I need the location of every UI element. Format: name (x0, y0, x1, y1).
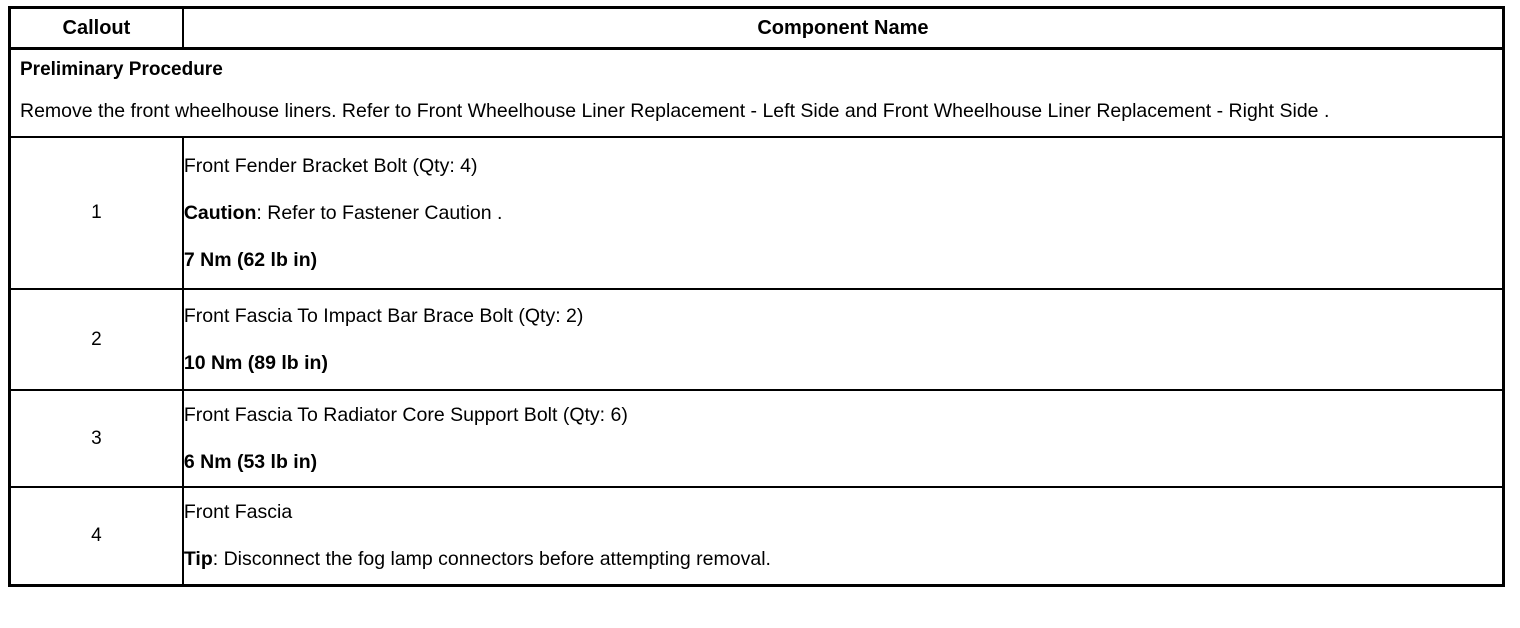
caution-text: : Refer to Fastener Caution . (256, 201, 503, 224)
table-header-row: Callout Component Name (9, 7, 1504, 50)
component-name-text: Front Fender Bracket Bolt (Qty: 4) (183, 154, 478, 177)
table-row: 2 Front Fascia To Impact Bar Brace Bolt … (9, 289, 1504, 392)
preliminary-procedure-title: Preliminary Procedure (20, 59, 223, 80)
component-callout-table: Callout Component Name Preliminary Proce… (8, 6, 1505, 588)
component-name-cell: Front Fender Bracket Bolt (Qty: 4) Cauti… (182, 137, 1504, 291)
torque-spec: 10 Nm (89 lb in) (183, 351, 328, 374)
table-header: Callout Component Name (9, 7, 1504, 50)
component-name-cell: Front Fascia Tip: Disconnect the fog lam… (183, 487, 1504, 586)
component-name-text: Front Fascia To Radiator Core Support Bo… (183, 403, 628, 426)
preliminary-procedure-body: Remove the front wheelhouse liners. Refe… (20, 99, 1330, 122)
table-row: 1 Front Fender Bracket Bolt (Qty: 4) Cau… (9, 137, 1504, 291)
preliminary-procedure-cell: Preliminary Procedure Remove the front w… (9, 48, 1504, 139)
tip-text: : Disconnect the fog lamp connectors bef… (212, 548, 771, 571)
callout-number: 4 (9, 487, 184, 586)
torque-spec: 6 Nm (53 lb in) (183, 450, 318, 473)
caution-note: Caution: Refer to Fastener Caution . (184, 201, 1502, 226)
torque-spec: 7 Nm (62 lb in) (183, 248, 318, 271)
component-name-text: Front Fascia (183, 501, 293, 524)
tip-note: Tip: Disconnect the fog lamp connectors … (184, 547, 1502, 572)
column-header-component-name: Component Name (182, 7, 1504, 50)
table-row: 3 Front Fascia To Radiator Core Support … (9, 390, 1504, 489)
component-name-cell: Front Fascia To Radiator Core Support Bo… (182, 390, 1504, 489)
callout-number: 3 (9, 390, 184, 489)
column-header-callout: Callout (9, 7, 184, 50)
table-body: Preliminary Procedure Remove the front w… (9, 48, 1504, 586)
preliminary-procedure-row: Preliminary Procedure Remove the front w… (9, 48, 1504, 139)
callout-number: 1 (9, 137, 184, 291)
component-name-text: Front Fascia To Impact Bar Brace Bolt (Q… (183, 304, 584, 327)
table-row: 4 Front Fascia Tip: Disconnect the fog l… (9, 487, 1504, 586)
component-name-cell: Front Fascia To Impact Bar Brace Bolt (Q… (182, 289, 1504, 392)
caution-label: Caution (183, 201, 257, 224)
callout-number: 2 (9, 289, 184, 392)
tip-label: Tip (183, 548, 213, 571)
